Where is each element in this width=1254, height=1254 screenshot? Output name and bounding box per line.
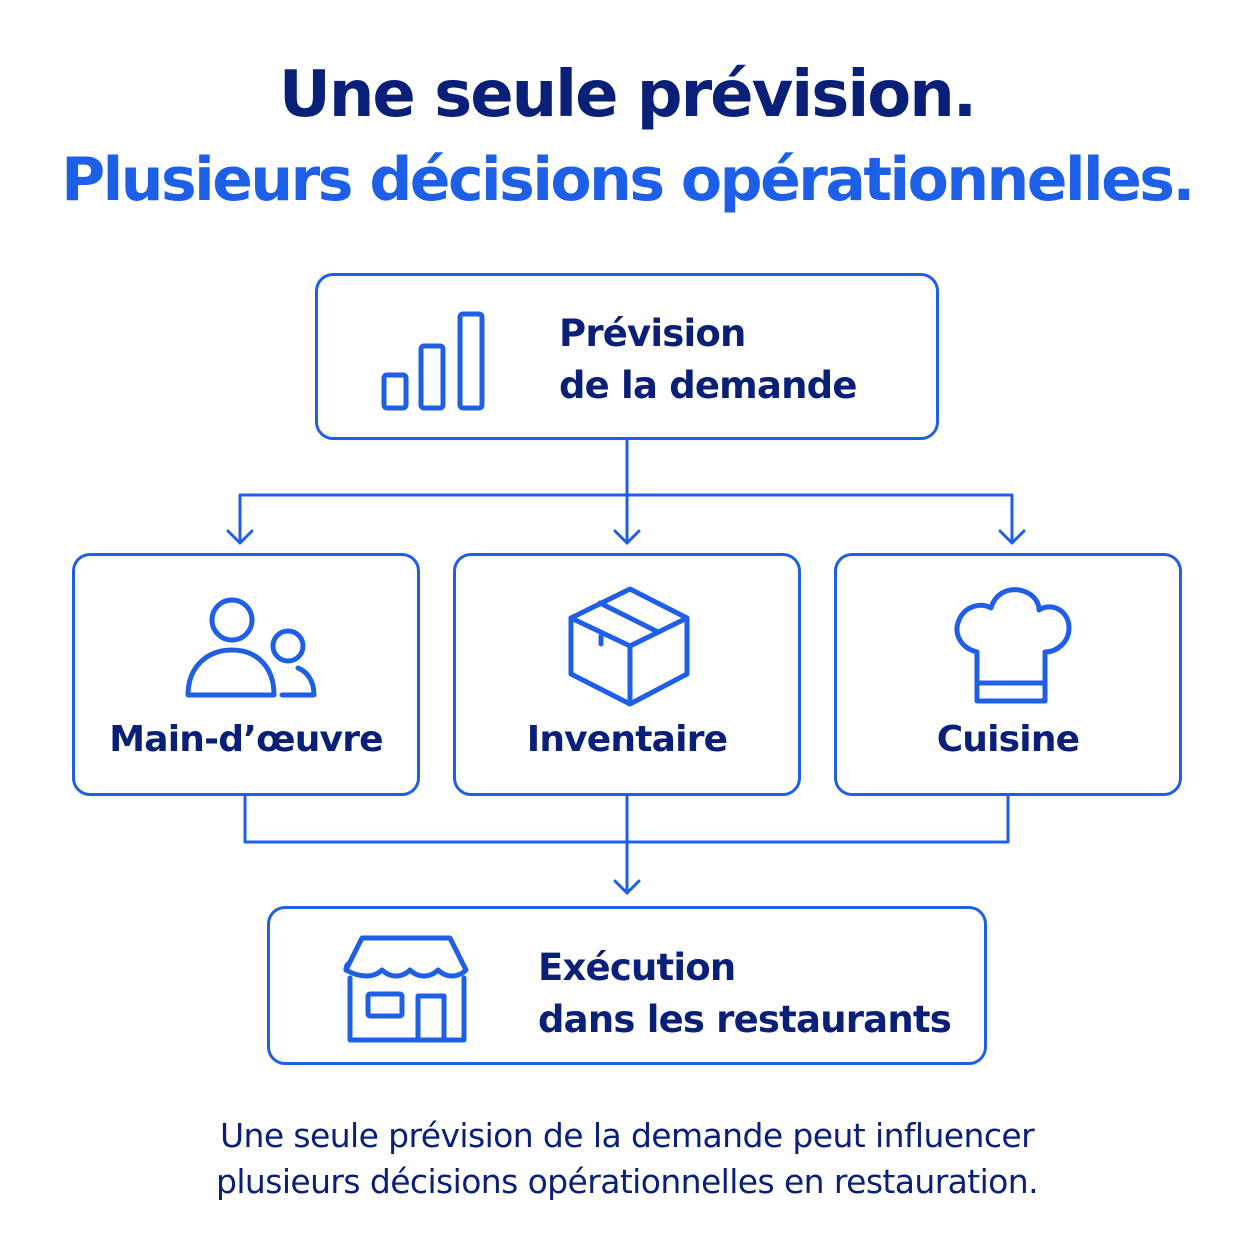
kitchen-label: Cuisine bbox=[936, 719, 1080, 760]
arrow-inventory bbox=[613, 529, 641, 545]
forecast-label: Prévision de la demande bbox=[559, 308, 857, 412]
forecast-label-line-2: de la demande bbox=[559, 364, 857, 407]
execution-label-line-1: Exécution bbox=[538, 946, 736, 989]
arrow-kitchen bbox=[998, 529, 1026, 545]
execution-box: Exécution dans les restaurants bbox=[267, 906, 987, 1065]
arrow-execution bbox=[613, 879, 641, 895]
labour-label: Main-d’œuvre bbox=[109, 719, 383, 760]
execution-label: Exécution dans les restaurants bbox=[538, 942, 952, 1046]
forecast-box: Prévision de la demande bbox=[315, 273, 939, 440]
bar-chart-icon bbox=[381, 311, 485, 411]
inventory-box: Inventaire bbox=[453, 553, 801, 796]
arrow-labour bbox=[226, 529, 254, 545]
caption: Une seule prévision de la demande peut i… bbox=[0, 1113, 1254, 1205]
inventory-label: Inventaire bbox=[526, 719, 728, 760]
storefront-icon bbox=[343, 935, 469, 1043]
box-icon bbox=[568, 586, 690, 707]
people-icon bbox=[185, 597, 317, 698]
title-line-2: Plusieurs décisions opérationnelles. bbox=[61, 145, 1195, 215]
forecast-label-line-1: Prévision bbox=[559, 312, 746, 355]
kitchen-box: Cuisine bbox=[834, 553, 1182, 796]
caption-line-2: plusieurs décisions opérationnelles en r… bbox=[216, 1162, 1039, 1201]
connector-branch bbox=[238, 493, 1014, 545]
chef-hat-icon bbox=[954, 587, 1072, 704]
title-line-1: Une seule prévision. bbox=[278, 58, 977, 132]
labour-box: Main-d’œuvre bbox=[72, 553, 420, 796]
caption-line-1: Une seule prévision de la demande peut i… bbox=[219, 1116, 1035, 1155]
execution-label-line-2: dans les restaurants bbox=[538, 998, 952, 1041]
